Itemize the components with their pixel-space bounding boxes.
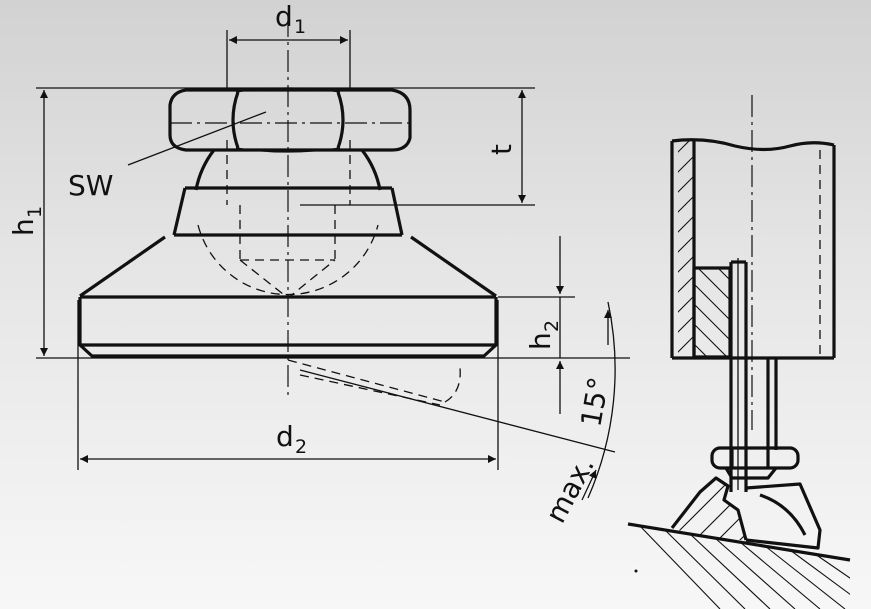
hex-nut [168,87,412,153]
ball-joint-left [194,149,216,191]
angle-arc [587,301,616,499]
h2-subscript: 2 [541,320,563,332]
t-label: t [485,144,518,155]
tilt-line [299,369,616,453]
tube-hatching [678,141,694,357]
extension-lines [36,30,630,470]
ball-joint-right [360,149,382,191]
h1-subscript: 1 [24,206,46,218]
h1-label: h [7,218,40,236]
angle-label: 15° [574,375,615,430]
side-lock-nut [710,446,800,480]
sw-label: SW [68,169,113,202]
hidden-lines [197,140,461,406]
sloped-floor [627,522,851,609]
sw-leader-line [127,111,267,166]
h1-label-group: h 1 [7,206,46,236]
conical-base [79,235,497,299]
side-view [627,95,851,609]
foot-pad [78,297,498,358]
tube-break-line [671,138,835,152]
d2-label: d [276,420,294,453]
angle-arrow-bottom [581,469,597,501]
h2-label-group: h 2 [524,320,563,350]
d1-subscript: 1 [294,16,306,38]
upper-socket [172,186,404,237]
side-foot [670,476,822,550]
insert-hatching [694,268,730,357]
d2-subscript: 2 [295,436,307,458]
d1-label: d [275,0,293,33]
front-view: d 1 h 1 t h 2 d 2 SW 15° max. [7,0,630,528]
h2-label: h [524,332,557,350]
